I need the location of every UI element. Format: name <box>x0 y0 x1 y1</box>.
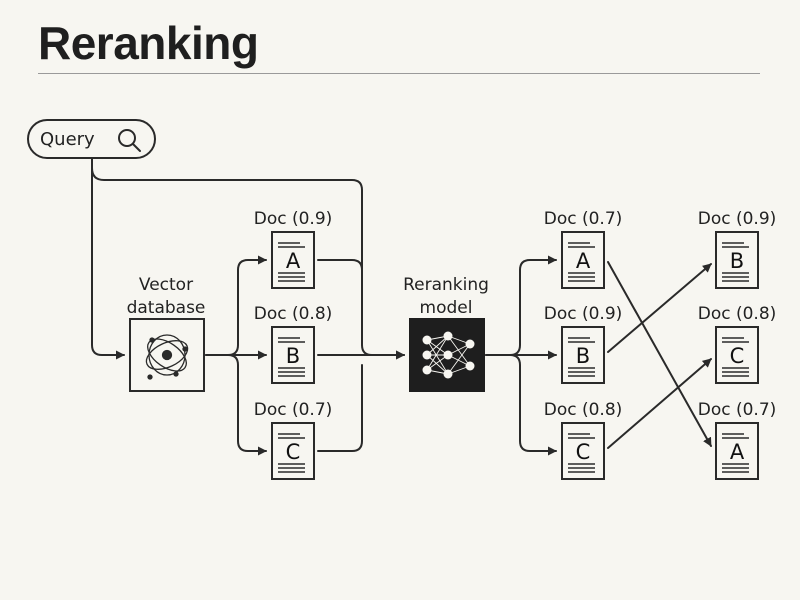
reranker-label-line1: Reranking <box>403 275 489 295</box>
query-box[interactable]: Query <box>27 119 156 159</box>
doc-card: Doc (0.7) A <box>544 209 623 289</box>
doc-letter: B <box>286 344 300 368</box>
doc-letter: A <box>576 249 591 273</box>
title-divider <box>38 73 760 74</box>
query-label: Query <box>40 129 95 150</box>
doc-letter: C <box>286 440 301 464</box>
doc-score-label: Doc (0.8) <box>254 304 333 324</box>
vector-db-label-line1: Vector <box>139 275 193 295</box>
doc-letter: B <box>576 344 590 368</box>
doc-score-label: Doc (0.7) <box>254 400 333 420</box>
doc-letter: C <box>730 344 745 368</box>
doc-score-label: Doc (0.8) <box>698 304 777 324</box>
reranking-model: Reranking model <box>403 275 489 392</box>
final-ranked-docs: Doc (0.9) B Doc (0.8) C Doc (0.7) A <box>698 209 777 480</box>
doc-card: Doc (0.8) B <box>254 304 333 384</box>
edge-a-to-rank3 <box>607 261 712 447</box>
doc-score-label: Doc (0.8) <box>544 400 623 420</box>
doc-score-label: Doc (0.7) <box>698 400 777 420</box>
edge-query-to-reranker <box>91 167 405 360</box>
edge-b-to-rank1 <box>607 263 712 353</box>
doc-letter: C <box>576 440 591 464</box>
doc-letter: B <box>730 249 744 273</box>
doc-card: Doc (0.8) C <box>698 304 777 384</box>
doc-card: Doc (0.8) C <box>544 400 623 480</box>
edge-doc-c-to-reranker <box>317 364 363 452</box>
doc-card: Doc (0.7) A <box>698 400 777 480</box>
edge-reranker-to-doc-c <box>509 354 557 456</box>
connectors <box>91 157 712 456</box>
retrieved-docs: Doc (0.9) A Doc (0.8) B Doc (0.7) C <box>254 209 333 480</box>
doc-card: Doc (0.9) B <box>698 209 777 289</box>
page-title: Reranking <box>38 17 259 69</box>
doc-score-label: Doc (0.9) <box>254 209 333 229</box>
doc-letter: A <box>286 249 301 273</box>
reranker-scored-docs: Doc (0.7) A Doc (0.9) B Doc (0.8) C <box>544 209 623 480</box>
edge-db-to-doc-c <box>227 354 267 456</box>
neural-network-icon <box>422 331 475 379</box>
reranker-label-line2: model <box>420 298 473 318</box>
doc-score-label: Doc (0.9) <box>544 304 623 324</box>
vector-database: Vector database <box>127 275 206 392</box>
vector-db-label-line2: database <box>127 298 206 318</box>
edge-c-to-rank2 <box>607 358 712 449</box>
doc-card: Doc (0.9) B <box>544 304 623 384</box>
vector-embedding-icon <box>145 334 189 380</box>
doc-score-label: Doc (0.9) <box>698 209 777 229</box>
doc-card: Doc (0.9) A <box>254 209 333 289</box>
doc-card: Doc (0.7) C <box>254 400 333 480</box>
edge-doc-a-to-reranker <box>317 259 363 346</box>
doc-score-label: Doc (0.7) <box>544 209 623 229</box>
doc-letter: A <box>730 440 745 464</box>
edge-query-to-vector-db <box>91 157 125 360</box>
search-icon <box>118 129 141 152</box>
